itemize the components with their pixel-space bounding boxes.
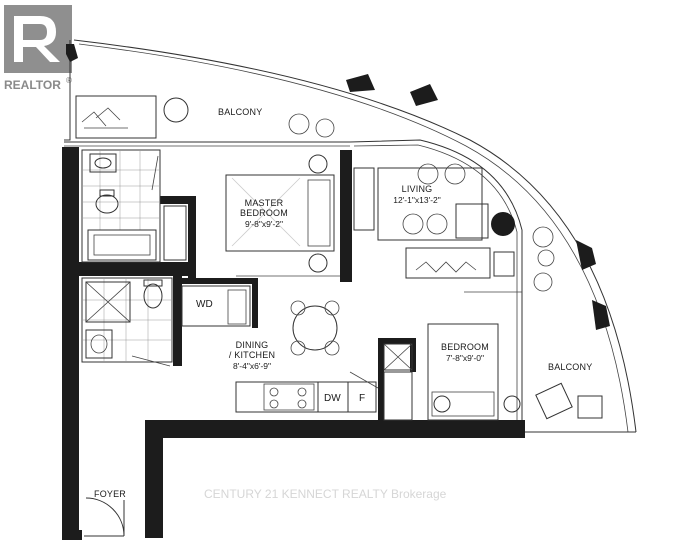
watermark: CENTURY 21 KENNECT REALTY Brokerage: [204, 487, 447, 501]
balcony-furniture-right: [532, 226, 603, 420]
logo-mark: ®: [66, 76, 72, 85]
bedroom-size: 7'-8"x9'-0": [446, 353, 484, 363]
bedroom-label: BEDROOM: [441, 342, 489, 352]
master-bedroom-furniture: [225, 154, 340, 277]
dining-table: [290, 300, 340, 356]
bedroom-furniture: [383, 323, 521, 421]
kitchen-label: / KITCHEN: [229, 350, 275, 360]
walls: [62, 147, 525, 540]
kitchen-counter: DW F: [235, 371, 379, 413]
balcony-columns: [66, 44, 610, 330]
living-furniture: [353, 163, 522, 293]
bathroom-lower: [81, 277, 173, 367]
foyer-label: FOYER: [94, 489, 126, 499]
living-size: 12'-1"x13'-2": [393, 195, 441, 205]
foyer-door: [84, 497, 125, 537]
wd-closet: WD: [181, 285, 251, 327]
balcony-top-label: BALCONY: [218, 107, 262, 117]
logo-text: REALTOR: [4, 78, 61, 92]
master-bedroom-label-2: BEDROOM: [240, 208, 288, 218]
room-labels: BALCONY MASTER BEDROOM 9'-8"x9'-2" LIVIN…: [94, 107, 592, 499]
balcony-furniture-top: [75, 95, 335, 139]
living-label: LIVING: [402, 184, 433, 194]
fridge-label: F: [359, 393, 365, 404]
dining-kitchen-size: 8'-4"x6'-9": [233, 361, 271, 371]
master-bedroom-label: MASTER: [245, 198, 284, 208]
master-bedroom-size: 9'-8"x9'-2": [245, 219, 283, 229]
balcony-right-label: BALCONY: [548, 362, 592, 372]
wd-label: WD: [196, 299, 213, 310]
dining-label: DINING: [236, 340, 269, 350]
realtor-logo: REALTOR ®: [4, 5, 72, 92]
dishwasher-label: DW: [324, 393, 341, 404]
bathroom-top: [81, 149, 187, 263]
